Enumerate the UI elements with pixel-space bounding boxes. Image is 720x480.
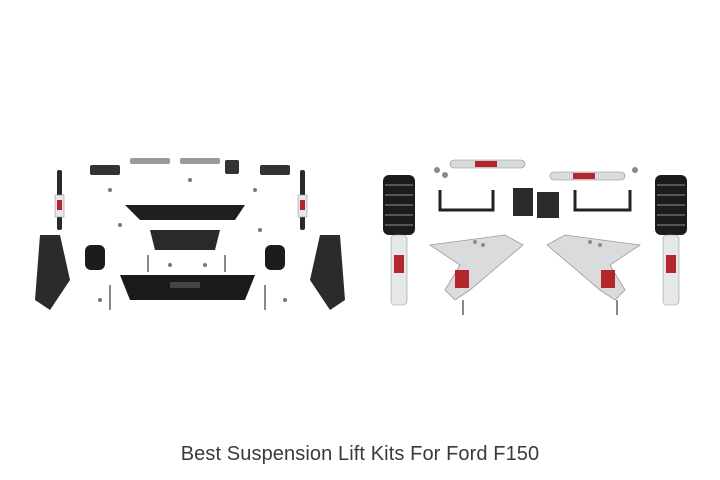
lift-kit-struts-control-arms-image [383,159,687,315]
lift-kit-full-parts-image [35,158,345,310]
banner-caption: Best Suspension Lift Kits For Ford F150 [180,443,540,465]
